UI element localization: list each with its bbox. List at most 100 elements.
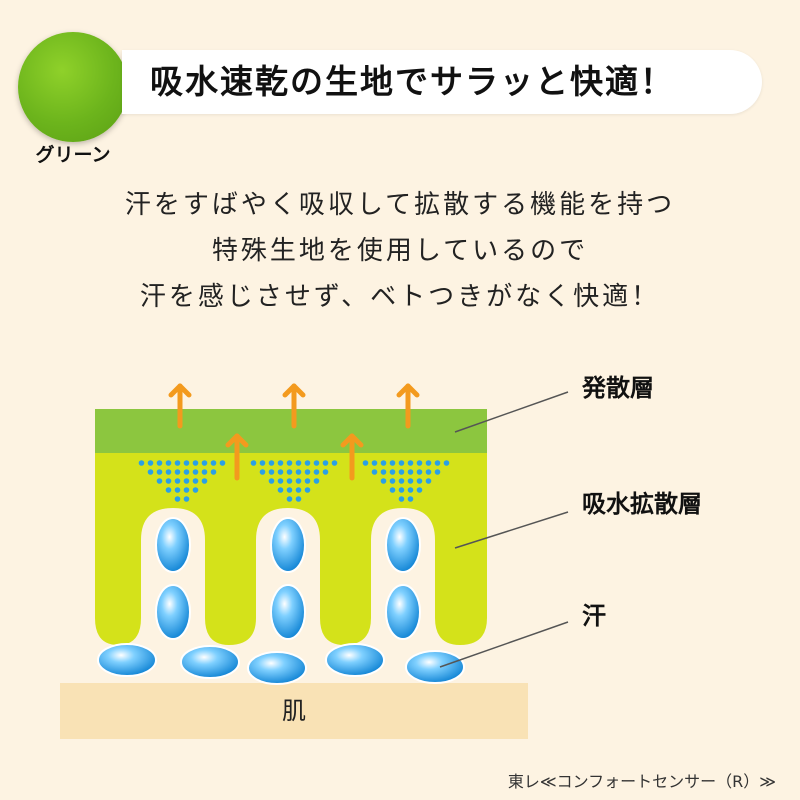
sweat-dot — [174, 487, 181, 493]
sweat-dot — [210, 460, 217, 466]
sweat-dot — [250, 460, 257, 466]
sweat-dot — [183, 469, 190, 475]
sweat-droplet — [270, 584, 306, 640]
evaporation-arrow — [168, 383, 192, 429]
sweat-droplet — [325, 643, 385, 677]
sweat-dot — [165, 469, 172, 475]
sweat-dot — [407, 478, 414, 484]
sweat-dot — [313, 469, 320, 475]
sweat-dot — [295, 487, 302, 493]
sweat-dot — [304, 487, 311, 493]
headline-banner — [122, 50, 762, 114]
sweat-droplet — [385, 517, 421, 573]
sweat-dot — [174, 478, 181, 484]
sweat-dot — [304, 478, 311, 484]
description-line: 汗を感じさせず、ベトつきがなく快適！ — [139, 282, 661, 312]
sweat-dot — [201, 460, 208, 466]
sweat-dot — [389, 460, 396, 466]
sweat-dot — [165, 487, 172, 493]
evaporation-arrow — [340, 433, 364, 481]
sweat-dot — [219, 460, 226, 466]
leader-line-absorption — [454, 511, 569, 549]
description-line: 特殊生地を使用しているので — [211, 236, 589, 266]
sweat-dot — [165, 460, 172, 466]
sweat-dot — [371, 469, 378, 475]
sweat-dot — [174, 496, 181, 502]
sweat-dot — [277, 478, 284, 484]
description: 汗をすばやく吸収して拡散する機能を持つ 特殊生地を使用しているので 汗を感じさせ… — [40, 182, 760, 320]
sweat-dot — [434, 469, 441, 475]
sweat-droplet — [247, 651, 307, 685]
sweat-dot — [416, 460, 423, 466]
sweat-dot — [286, 460, 293, 466]
sweat-dot — [434, 460, 441, 466]
sweat-dot — [210, 469, 217, 475]
sweat-dot — [425, 460, 432, 466]
sweat-dot — [183, 478, 190, 484]
sweat-dot — [259, 460, 266, 466]
sweat-dot — [286, 487, 293, 493]
sweat-dot — [389, 469, 396, 475]
sweat-dot — [286, 469, 293, 475]
sweat-dot — [259, 469, 266, 475]
sweat-dot — [277, 487, 284, 493]
sweat-dot — [362, 460, 369, 466]
sweat-dot — [313, 460, 320, 466]
sweat-dot — [156, 478, 163, 484]
sweat-droplet — [405, 650, 465, 684]
sweat-dot — [425, 478, 432, 484]
sweat-dot — [380, 460, 387, 466]
brand-footer: 東レ≪コンフォートセンサー（R）≫ — [507, 772, 776, 791]
sweat-dot — [443, 460, 450, 466]
sweat-label: 汗 — [582, 602, 606, 630]
sweat-dot — [416, 478, 423, 484]
sweat-dot — [407, 496, 414, 502]
sweat-droplet — [385, 584, 421, 640]
sweat-dot — [268, 469, 275, 475]
sweat-dot — [165, 478, 172, 484]
absorption-layer-label: 吸水拡散層 — [582, 490, 702, 518]
sweat-dot — [277, 469, 284, 475]
sweat-dot — [201, 478, 208, 484]
sweat-dot — [398, 487, 405, 493]
sweat-dot — [313, 478, 320, 484]
absorption-layer — [95, 450, 487, 645]
sweat-dot — [156, 469, 163, 475]
sweat-dot — [183, 460, 190, 466]
sweat-dot — [407, 487, 414, 493]
green-color-swatch — [18, 32, 128, 142]
skin-layer — [60, 683, 528, 739]
sweat-dot — [407, 469, 414, 475]
sweat-dot — [322, 469, 329, 475]
sweat-dot — [398, 469, 405, 475]
sweat-droplet — [155, 517, 191, 573]
sweat-droplet — [180, 645, 240, 679]
sweat-dot — [174, 469, 181, 475]
sweat-droplet — [97, 643, 157, 677]
sweat-dot — [286, 478, 293, 484]
sweat-dot — [183, 487, 190, 493]
sweat-dot — [398, 460, 405, 466]
sweat-dot — [380, 469, 387, 475]
sweat-dot — [183, 496, 190, 502]
sweat-dot — [304, 469, 311, 475]
sweat-droplet — [270, 517, 306, 573]
sweat-dot — [277, 460, 284, 466]
sweat-dot — [304, 460, 311, 466]
sweat-dot — [192, 478, 199, 484]
sweat-dot — [138, 460, 145, 466]
sweat-dot — [295, 478, 302, 484]
sweat-dot — [192, 487, 199, 493]
sweat-dot — [389, 478, 396, 484]
sweat-dot — [416, 487, 423, 493]
sweat-dot — [147, 460, 154, 466]
diffusion-layer-label: 発散層 — [582, 374, 654, 402]
sweat-dot — [398, 478, 405, 484]
diffusion-layer — [95, 409, 487, 453]
sweat-dot — [331, 460, 338, 466]
sweat-dot — [156, 460, 163, 466]
headline: 吸水速乾の生地でサラッと快適！ — [150, 62, 675, 101]
leader-line-sweat — [439, 621, 569, 668]
sweat-dot — [389, 487, 396, 493]
